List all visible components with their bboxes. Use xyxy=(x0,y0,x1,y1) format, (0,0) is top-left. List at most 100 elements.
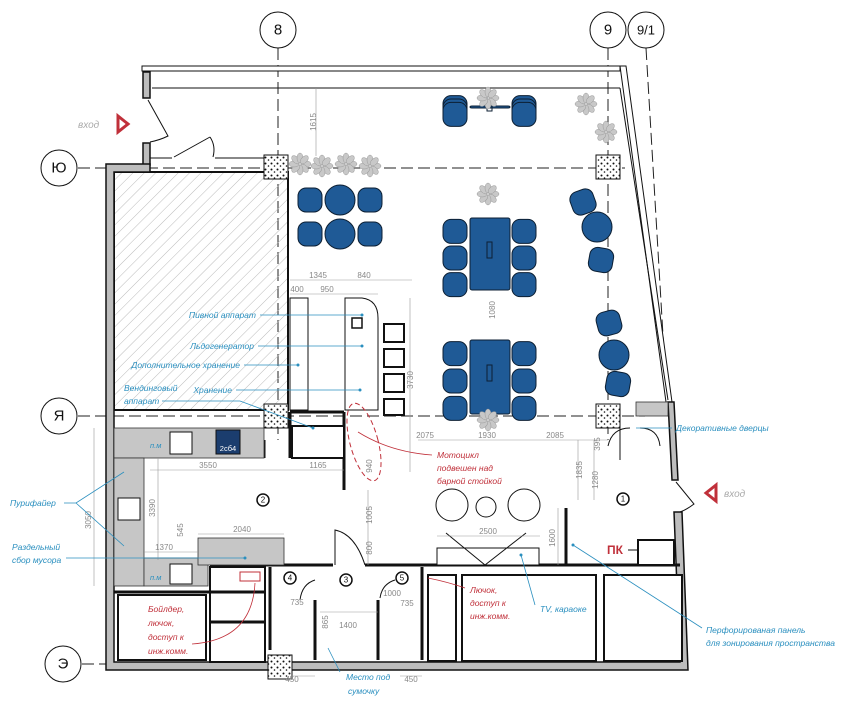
svg-text:инж.комм.: инж.комм. xyxy=(470,611,510,621)
svg-text:подвешен над: подвешен над xyxy=(437,463,493,473)
oven xyxy=(215,429,241,455)
svg-text:Раздельный: Раздельный xyxy=(12,542,60,552)
chair xyxy=(511,245,537,271)
axis-bubble-ya: Я xyxy=(40,397,78,435)
svg-text:4: 4 xyxy=(288,574,293,583)
dimension-label: 1835 xyxy=(575,461,584,479)
entrance-marker: вход xyxy=(78,112,131,136)
svg-text:Лючок,: Лючок, xyxy=(469,585,497,595)
svg-text:2сб4: 2сб4 xyxy=(220,444,236,453)
svg-text:Я: Я xyxy=(54,408,65,425)
svg-text:1: 1 xyxy=(621,495,626,504)
chair xyxy=(442,395,468,421)
bar-stool xyxy=(383,323,405,343)
svg-text:вход: вход xyxy=(724,489,746,500)
svg-text:сбор мусора: сбор мусора xyxy=(12,555,62,565)
round-table xyxy=(324,218,356,250)
dimension-label: 3550 xyxy=(199,461,217,470)
chair xyxy=(442,218,468,244)
svg-text:3: 3 xyxy=(344,576,349,585)
long-table xyxy=(469,217,511,291)
construction-notes: Мотоцикл подвешен над барной стойкой Бой… xyxy=(147,431,638,656)
entrance-arrow-icon xyxy=(116,112,131,136)
chair xyxy=(442,341,468,367)
chair xyxy=(442,368,468,394)
sink-icon xyxy=(169,563,193,585)
dimension-label: 1000 xyxy=(383,589,401,598)
bar-counter xyxy=(289,297,405,482)
chair xyxy=(357,187,383,213)
dimension-label: 840 xyxy=(357,271,371,280)
pk-label: ПК xyxy=(607,543,624,557)
round-table xyxy=(581,211,613,243)
axis-bubble-9-1: 9/1 xyxy=(627,11,665,49)
sink-icon xyxy=(169,431,193,455)
chair xyxy=(357,221,383,247)
dimension-label: 3050 xyxy=(84,511,93,529)
svg-text:Место под: Место под xyxy=(346,672,390,682)
svg-text:Ю: Ю xyxy=(51,160,66,177)
svg-text:Льдогенератор: Льдогенератор xyxy=(189,341,254,351)
equipment-labels: Пивной аппарат Льдогенератор Дополнитель… xyxy=(10,310,835,696)
svg-text:8: 8 xyxy=(274,22,282,39)
svg-text:Бойлдер,: Бойлдер, xyxy=(148,604,184,614)
svg-text:Мотоцикл: Мотоцикл xyxy=(437,450,479,460)
dimension-label: 450 xyxy=(404,675,418,684)
chair xyxy=(442,101,468,127)
chair xyxy=(442,272,468,298)
motorcycle-outline xyxy=(346,402,382,482)
svg-text:доступ к: доступ к xyxy=(470,598,507,608)
plant-icon xyxy=(476,408,500,432)
chair xyxy=(604,370,632,398)
lounge-furniture xyxy=(435,488,541,566)
dimension-label: 2040 xyxy=(233,525,251,534)
svg-text:Пивной аппарат: Пивной аппарат xyxy=(189,310,256,320)
dimension-label: 1930 xyxy=(478,431,496,440)
svg-text:п.м: п.м xyxy=(150,573,161,582)
bar-stool xyxy=(383,373,405,393)
dimension-label: 545 xyxy=(176,523,185,537)
dimension-label: 1005 xyxy=(365,506,374,524)
plant-icon xyxy=(476,182,500,206)
walls xyxy=(105,136,695,671)
structural-columns xyxy=(263,154,621,680)
chair xyxy=(587,246,615,274)
svg-text:Дополнительное хранение: Дополнительное хранение xyxy=(130,360,240,370)
dimension-label: 395 xyxy=(593,437,602,451)
kitchen-counters: п.м п.м 2сб4 xyxy=(113,427,285,587)
dimension-label: 400 xyxy=(290,285,304,294)
svg-text:Хранение: Хранение xyxy=(192,385,232,395)
beer-tap-icon xyxy=(351,317,363,329)
dimension-label: 940 xyxy=(365,459,374,473)
dimension-label: 2085 xyxy=(546,431,564,440)
plant-icon xyxy=(334,152,358,176)
round-table xyxy=(324,184,356,216)
axis-bubble-8: 8 xyxy=(259,11,297,49)
plant-icon xyxy=(358,154,382,178)
svg-text:п.м: п.м xyxy=(150,441,161,450)
dimension-label: 3730 xyxy=(406,371,415,389)
svg-text:Вендинговый: Вендинговый xyxy=(124,383,178,393)
svg-text:аппарат: аппарат xyxy=(124,396,159,406)
chair xyxy=(511,101,537,127)
chair xyxy=(511,395,537,421)
chair xyxy=(511,368,537,394)
hatched-room xyxy=(113,171,289,411)
svg-text:вход: вход xyxy=(78,120,100,131)
svg-text:5: 5 xyxy=(400,574,405,583)
dimension-label: 1280 xyxy=(591,471,600,489)
plant-icon xyxy=(310,154,334,178)
svg-text:лючок,: лючок, xyxy=(147,618,174,628)
svg-text:барной стойкой: барной стойкой xyxy=(437,476,502,486)
dining-furniture xyxy=(288,86,632,432)
chair xyxy=(595,309,623,337)
chair xyxy=(297,187,323,213)
dimension-label: 1080 xyxy=(488,301,497,319)
dimension-label: 450 xyxy=(285,675,299,684)
sink-icon xyxy=(117,497,141,521)
room-numbers: 1 2 3 4 5 xyxy=(256,492,630,587)
dimension-label: 3390 xyxy=(148,499,157,517)
dimension-label: 1400 xyxy=(339,621,357,630)
